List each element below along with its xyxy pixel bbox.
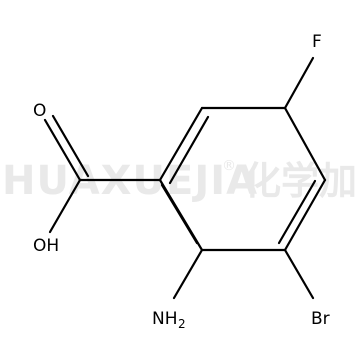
atom-bromine: Br [311,309,330,329]
bond-c3-c4 [283,106,327,182]
atom-hydroxyl: OH [33,236,59,256]
watermark-registered-mark: ® [222,158,236,174]
atom-amino: NH [152,309,178,329]
atom-fluorine: F [312,32,322,52]
bond-c4-c5-inner [277,179,317,245]
bond-c1-c2-inner [168,115,210,185]
bond-ccooh-o-double-a [43,118,82,182]
bond-c1-c2 [158,106,204,182]
bond-c4-c5 [283,178,327,252]
bond-ccooh-oh [48,178,82,234]
atom-labels: F O OH NH 2 Br [33,32,330,331]
bonds [43,56,327,300]
watermark-cjk: 化学加 [243,159,357,203]
bond-c3-f [283,56,315,110]
bond-c5-br [283,248,315,300]
watermark: HUAXUEJIA ® 化学加 [2,158,357,204]
bond-c6-c1-inner [160,183,199,245]
bond-c6-n [172,248,204,300]
bond-ccooh-o-double-b [51,114,90,178]
atom-amino-subscript: 2 [178,317,186,331]
atom-carbonyl-oxygen: O [33,101,46,121]
